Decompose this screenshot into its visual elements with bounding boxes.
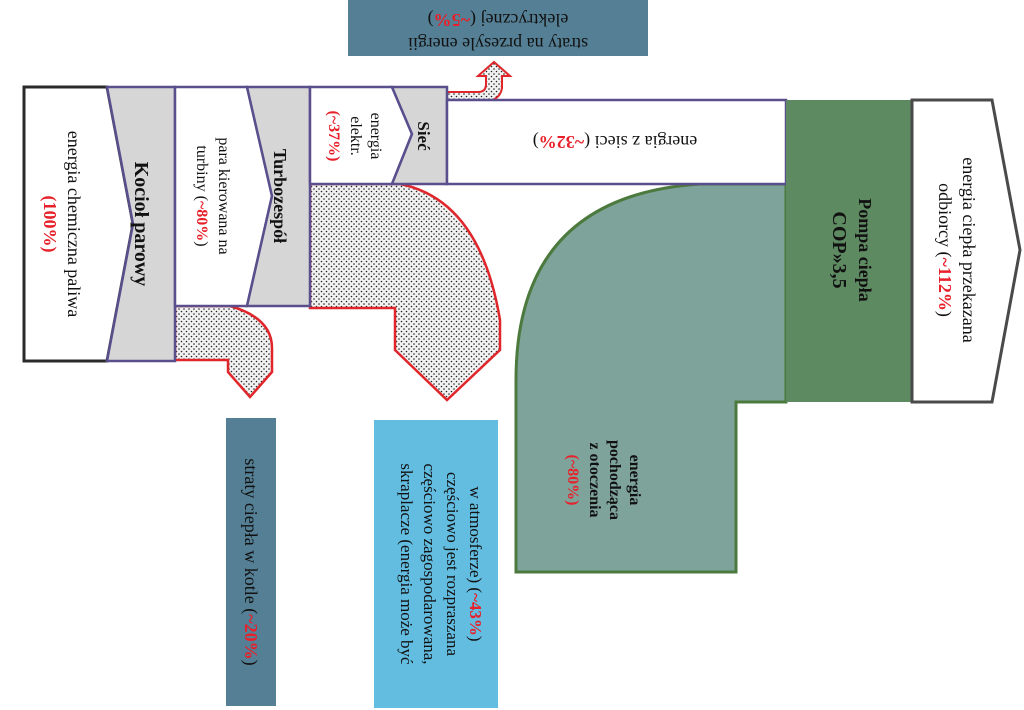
steam-label-2: turbiny (~80%) (193, 145, 210, 246)
output-label-2: odbiorcy (~112%) (934, 183, 955, 317)
ambient-pct: (~80%) (564, 455, 581, 506)
atmosphere-losses-line-4: skraplacze (energia może być (397, 463, 416, 665)
steam-label-1: para kierowana na (215, 137, 232, 254)
fuel-energy-label: energia chemiczna paliwa (64, 131, 84, 318)
heat-output-arrow (910, 98, 1022, 404)
turbine-block (245, 85, 312, 308)
atmosphere-losses-line-1: w atmosferze) (~43%) (466, 486, 485, 641)
electricity-label-2: elektr. (347, 116, 364, 156)
heat-pump-label: Pompa ciepła (855, 198, 875, 302)
grid-label: Sieć (414, 121, 433, 151)
heat-pump-block (786, 100, 912, 402)
grid-losses-box (348, 0, 648, 56)
boiler-losses-box (226, 418, 276, 706)
grid-energy-band (445, 98, 788, 186)
grid-losses-label-2: elektrycznej (~5%) (428, 9, 569, 30)
ambient-label-2: pochodząca (606, 440, 623, 520)
boiler-block (105, 85, 177, 363)
boiler-loss-flow (173, 304, 274, 399)
heat-pump-cop: COP»3,5 (828, 211, 850, 288)
grid-block (390, 85, 449, 186)
grid-losses-label-1: straty na przesyle energii (408, 34, 588, 54)
atmosphere-loss-flow (308, 182, 502, 402)
boiler-label: Kocioł parowy (130, 162, 152, 287)
ambient-energy-flow (514, 182, 788, 574)
atmosphere-losses-box (374, 420, 498, 708)
grid-loss-arrow (446, 60, 513, 104)
boiler-losses-label: straty ciepła w kotle (~20%) (240, 458, 261, 665)
atmosphere-losses-line-3: częściowo zagospodarowana, (420, 463, 439, 664)
turbine-label: Turbozespół (270, 149, 290, 243)
atmosphere-losses-line-2: częściowo jest rozpraszana (443, 472, 462, 657)
fuel-energy-pct: (100%) (39, 196, 60, 253)
ambient-label-1: energia (626, 455, 643, 506)
grid-energy-label: energia z sieci (~32%) (533, 131, 697, 152)
electricity-label-1: energia (367, 113, 384, 160)
ambient-label-3: z otoczenia (586, 442, 603, 517)
output-label-1: energia ciepła przekazana (959, 157, 979, 343)
electricity-pct: (~37%) (325, 111, 342, 162)
